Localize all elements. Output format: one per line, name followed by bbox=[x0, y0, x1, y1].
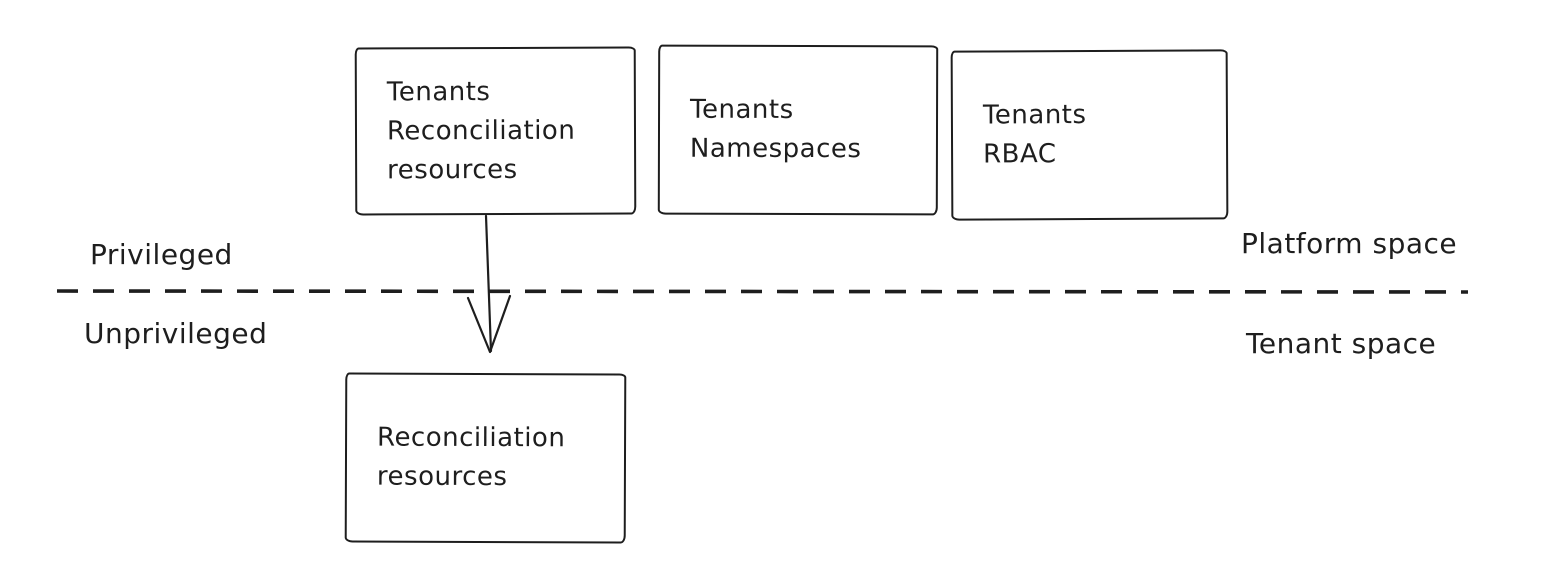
box-text-line: RBAC bbox=[983, 139, 1057, 170]
box-text-line: Tenants bbox=[982, 100, 1087, 131]
label-platform-space: Platform space bbox=[1241, 227, 1458, 260]
box-text-line: Namespaces bbox=[689, 133, 862, 165]
box-text-line: Reconciliation bbox=[386, 115, 576, 146]
box-text-line: Tenants bbox=[690, 94, 794, 125]
box-tenants-namespaces: Tenants Namespaces bbox=[657, 44, 939, 216]
box-text-line: resources bbox=[387, 154, 518, 185]
box-tenants-reconciliation-resources: Tenants Reconciliation resources bbox=[354, 46, 637, 216]
box-text-line: Reconciliation bbox=[377, 422, 566, 454]
box-text-line: resources bbox=[376, 461, 508, 493]
box-tenants-rbac: Tenants RBAC bbox=[950, 49, 1229, 221]
box-reconciliation-resources: Reconciliation resources bbox=[344, 372, 627, 544]
arrow-shaft bbox=[484, 214, 493, 353]
label-tenant-space: Tenant space bbox=[1246, 327, 1437, 360]
privilege-boundary-dashed-line bbox=[56, 289, 1469, 294]
label-privileged: Privileged bbox=[90, 238, 233, 271]
box-text-line: Tenants bbox=[386, 76, 491, 107]
label-unprivileged: Unprivileged bbox=[84, 317, 268, 350]
arrow-head-icon bbox=[466, 294, 512, 354]
